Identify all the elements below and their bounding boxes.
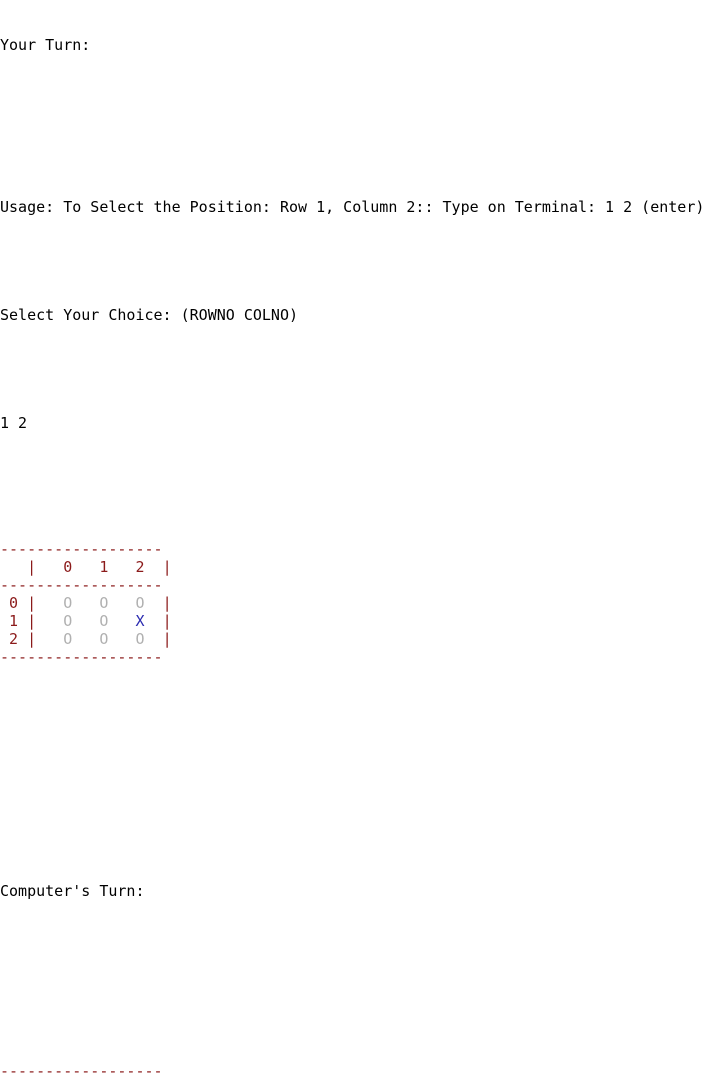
board-row: 1 | O O X |	[0, 612, 722, 630]
board-cell: O	[63, 630, 73, 648]
board-cell: O	[63, 612, 73, 630]
board-cell: O	[99, 612, 109, 630]
row-label: 0	[9, 594, 19, 612]
column-header: 2	[135, 558, 145, 576]
blank-line	[0, 468, 722, 486]
blank-line	[0, 144, 722, 162]
computer-turn-heading: Computer's Turn:	[0, 882, 145, 900]
board-cell: O	[135, 594, 145, 612]
player-input[interactable]: 1 2	[0, 414, 28, 432]
board-separator: ------------------	[0, 1062, 163, 1076]
board-border: |	[162, 558, 172, 576]
board-border: |	[162, 594, 172, 612]
board-border: |	[27, 594, 37, 612]
board-separator: ------------------	[0, 648, 163, 666]
blank-line	[0, 252, 722, 270]
blank-line	[0, 936, 722, 954]
board-border: |	[27, 630, 37, 648]
board-cell: O	[135, 630, 145, 648]
board-after-computer: ------------------ | 0 1 2 |------------…	[0, 1062, 722, 1076]
blank-line	[0, 360, 722, 378]
blank-line	[0, 774, 722, 792]
board-border: |	[27, 558, 37, 576]
board-cell: O	[63, 594, 73, 612]
column-header: 1	[99, 558, 109, 576]
blank-line	[0, 90, 722, 108]
column-header: 0	[63, 558, 73, 576]
board-after-player: ------------------ | 0 1 2 |------------…	[0, 540, 722, 666]
choice-prompt: Select Your Choice: (ROWNO COLNO)	[0, 306, 299, 324]
row-label: 1	[9, 612, 19, 630]
board-row: 0 | O O O |	[0, 594, 722, 612]
blank-line	[0, 990, 722, 1008]
row-label: 2	[9, 630, 19, 648]
board-border: |	[162, 612, 172, 630]
board-header-row: | 0 1 2 |	[0, 558, 722, 576]
board-cell: O	[99, 594, 109, 612]
usage-text: Usage: To Select the Position: Row 1, Co…	[0, 198, 705, 216]
board-border: |	[27, 612, 37, 630]
board-border: |	[162, 630, 172, 648]
board-separator: ------------------	[0, 576, 163, 594]
board-cell: X	[135, 612, 145, 630]
blank-line	[0, 720, 722, 738]
blank-line	[0, 828, 722, 846]
player-turn-heading: Your Turn:	[0, 36, 91, 54]
board-row: 2 | O O O |	[0, 630, 722, 648]
board-cell: O	[99, 630, 109, 648]
board-separator: ------------------	[0, 540, 163, 558]
